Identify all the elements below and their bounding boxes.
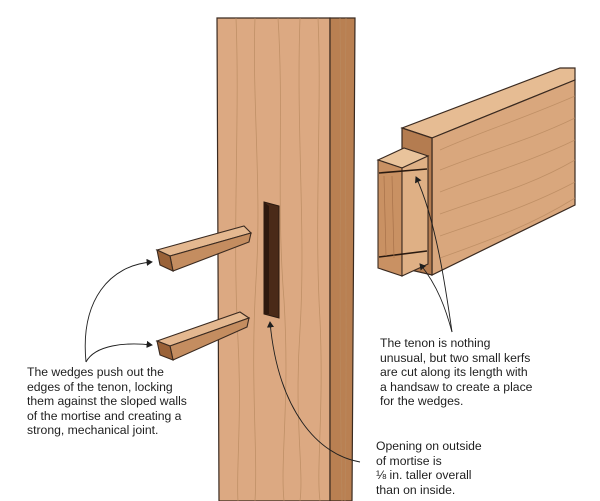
post-side-face <box>329 17 356 501</box>
caption-wedges-line: The wedges push out the <box>27 365 164 379</box>
caption-wedges-line: of the mortise and creating a <box>27 408 182 423</box>
post-grain <box>235 17 347 501</box>
tenon-kerf-lower <box>378 250 428 258</box>
arrow-to-upper-wedge <box>84 258 153 363</box>
arrow-to-tenon-kerf-upper <box>415 176 453 333</box>
tenon-side <box>401 155 429 277</box>
caption-opening-line: ⅛ in. taller overall <box>376 468 472 483</box>
caption-opening: Opening on outside of mortise is ⅛ in. t… <box>376 439 482 497</box>
wedge-upper-end <box>156 249 174 272</box>
caption-tenon-line: a handsaw to create a place <box>380 379 533 394</box>
leader-arrows <box>84 176 453 463</box>
arrow-to-tenon-kerf-lower <box>419 263 453 333</box>
caption-opening-line: of mortise is <box>376 453 442 468</box>
caption-wedges-line: edges of the tenon, locking <box>27 379 173 394</box>
wedge-lower <box>155 311 251 361</box>
post <box>216 17 356 501</box>
rail-grain <box>439 95 576 259</box>
tenon-face <box>377 159 403 277</box>
wedge-lower-end <box>156 340 174 361</box>
caption-opening-line: Opening on outside <box>376 439 482 453</box>
arrow-to-lower-wedge <box>85 340 153 363</box>
caption-wedges-line: strong, mechanical joint. <box>27 423 159 438</box>
caption-tenon-line: are cut along its length with <box>380 365 528 380</box>
caption-opening-line: than on inside. <box>376 482 456 497</box>
caption-wedges-line: them against the sloped walls <box>27 394 187 409</box>
rail <box>376 67 576 277</box>
caption-tenon-line: The tenon is nothing <box>380 336 491 350</box>
arrow-to-mortise <box>266 321 361 463</box>
tenon-kerf-upper <box>378 168 428 174</box>
mortise-inner-wall <box>264 202 269 314</box>
caption-wedges: The wedges push out the edges of the ten… <box>27 365 187 438</box>
wedge-upper <box>155 225 253 272</box>
caption-tenon: The tenon is nothing unusual, but two sm… <box>380 336 532 409</box>
caption-tenon-line: unusual, but two small kerfs <box>380 350 531 365</box>
caption-tenon-line: for the wedges. <box>380 394 464 409</box>
